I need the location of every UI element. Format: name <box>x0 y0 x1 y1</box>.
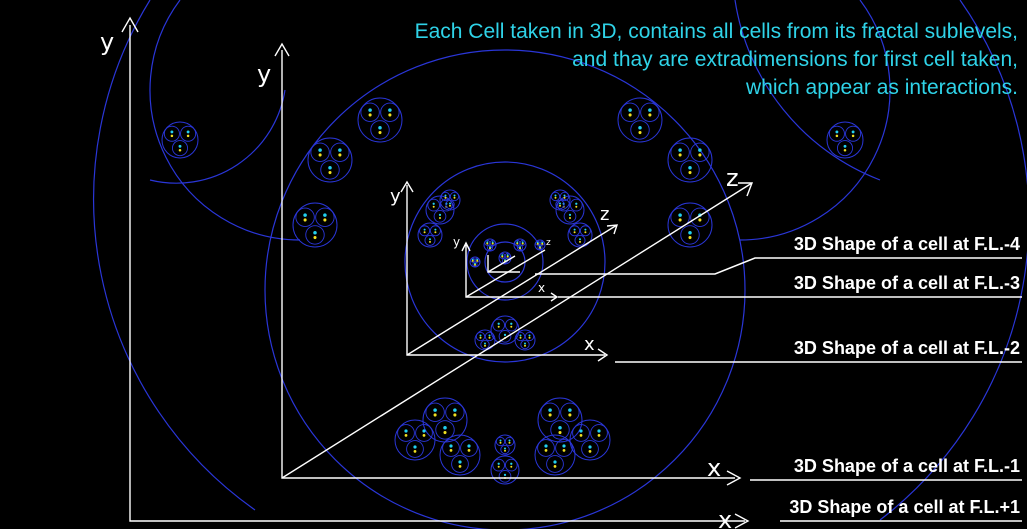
axis-fl-minus2-z-label: z <box>600 204 609 225</box>
sub-cell-cluster <box>307 137 353 183</box>
sub-cell-cluster-small <box>567 222 593 248</box>
headline-line1: Each Cell taken in 3D, contains all cell… <box>415 20 1018 43</box>
sub-cell-cluster <box>534 434 576 476</box>
sub-cell-cluster-tiny <box>534 239 546 251</box>
label-fl-plus1: 3D Shape of a cell at F.L.+1 <box>789 497 1020 517</box>
sub-cell-cluster <box>357 97 403 143</box>
sub-cell-cluster-small <box>549 189 571 211</box>
sub-cell-cluster <box>617 97 663 143</box>
axis-fl-minus1-z <box>281 182 753 479</box>
label-fl-minus2: 3D Shape of a cell at F.L.-2 <box>794 338 1020 358</box>
axis-fl-minus2-x-arrow <box>597 348 609 362</box>
axis-fl-minus1-y-arrow <box>274 42 290 57</box>
sub-cell-cluster <box>292 202 338 248</box>
sub-cell-clusters <box>161 97 864 485</box>
label-fl-minus1: 3D Shape of a cell at F.L.-1 <box>794 456 1020 476</box>
axis-fl-minus3-y-label: y <box>453 235 460 249</box>
label-fl-minus3: 3D Shape of a cell at F.L.-3 <box>794 273 1020 293</box>
sub-cell-cluster <box>826 121 864 159</box>
axis-fl-plus1-x-label: x <box>718 506 732 529</box>
axis-fl-minus2-z <box>406 224 618 356</box>
sub-cell-cluster <box>667 202 713 248</box>
axis-letters: y x y x z y x z y x z <box>100 28 739 529</box>
axis-fl-minus2-z-arrow <box>606 224 619 235</box>
sub-cell-cluster <box>161 121 199 159</box>
axis-fl-minus2-y-arrow <box>400 180 414 193</box>
sub-cell-cluster-tiny <box>469 256 481 268</box>
outer-arc-left <box>93 0 256 511</box>
label-fl-minus4: 3D Shape of a cell at F.L.-4 <box>794 234 1020 254</box>
sub-cell-cluster <box>394 419 436 461</box>
left-inner-arc <box>149 0 301 241</box>
headline: Each Cell taken in 3D, contains all cell… <box>415 20 1018 99</box>
label-leaders <box>535 257 1022 522</box>
axis-fl-minus1-z-label: z <box>726 164 739 192</box>
axis-fl-minus2-x-label: x <box>584 334 595 355</box>
sub-cell-cluster <box>667 137 713 183</box>
axis-fl-plus1-y-arrow <box>121 16 139 33</box>
sub-cell-cluster-small <box>514 329 536 351</box>
axes-group <box>121 16 754 529</box>
fl-minus1-circle <box>264 49 746 529</box>
axis-fl-minus3-y-arrow <box>461 241 471 252</box>
fractal-level-outer-arcs <box>93 0 1027 529</box>
axis-fl-minus4-z <box>487 255 516 273</box>
axis-fl-minus3-x-label: x <box>538 281 545 295</box>
axis-fl-plus1-y-label: y <box>100 28 114 56</box>
sub-cell-cluster-tiny <box>483 238 497 252</box>
sub-cell-cluster <box>537 397 583 443</box>
sub-cell-cluster <box>439 434 481 476</box>
top-left-arc <box>149 89 286 184</box>
outer-arc-right <box>879 0 1027 521</box>
axis-fl-minus1-x-arrow <box>726 470 742 486</box>
sub-cell-cluster-small <box>490 315 520 345</box>
sub-cell-cluster <box>569 419 611 461</box>
leader-fl-minus4 <box>535 257 1022 275</box>
right-inner-arc <box>739 0 891 241</box>
top-right-arc <box>734 0 881 181</box>
axis-fl-minus2-y-label: y <box>390 186 401 207</box>
axis-fl-minus1-y-label: y <box>257 60 271 88</box>
fl-minus2-circle <box>404 161 606 363</box>
axis-fl-plus1 <box>129 25 745 522</box>
axis-fl-minus1-x-label: x <box>707 454 721 482</box>
sub-cell-cluster <box>494 434 516 456</box>
sub-cell-cluster-small <box>439 189 461 211</box>
fl-minus3-circle <box>466 223 544 301</box>
sub-cell-cluster <box>490 455 520 485</box>
sub-cell-cluster-tiny <box>513 238 527 252</box>
axis-fl-plus1-x-arrow <box>734 513 750 529</box>
sub-cell-cluster-small <box>417 222 443 248</box>
axis-fl-minus3-z-label: z <box>546 238 551 248</box>
headline-line2: and thay are extradimensions for first c… <box>572 48 1018 71</box>
level-labels: 3D Shape of a cell at F.L.-4 3D Shape of… <box>789 234 1020 517</box>
axis-fl-minus3-x-arrow <box>550 292 559 302</box>
sub-cell-cluster-small <box>555 195 585 225</box>
axis-fl-minus1-z-arrow <box>738 182 754 197</box>
headline-line3: which appear as interactions. <box>745 76 1018 99</box>
axis-fl-minus3-z <box>465 249 546 298</box>
